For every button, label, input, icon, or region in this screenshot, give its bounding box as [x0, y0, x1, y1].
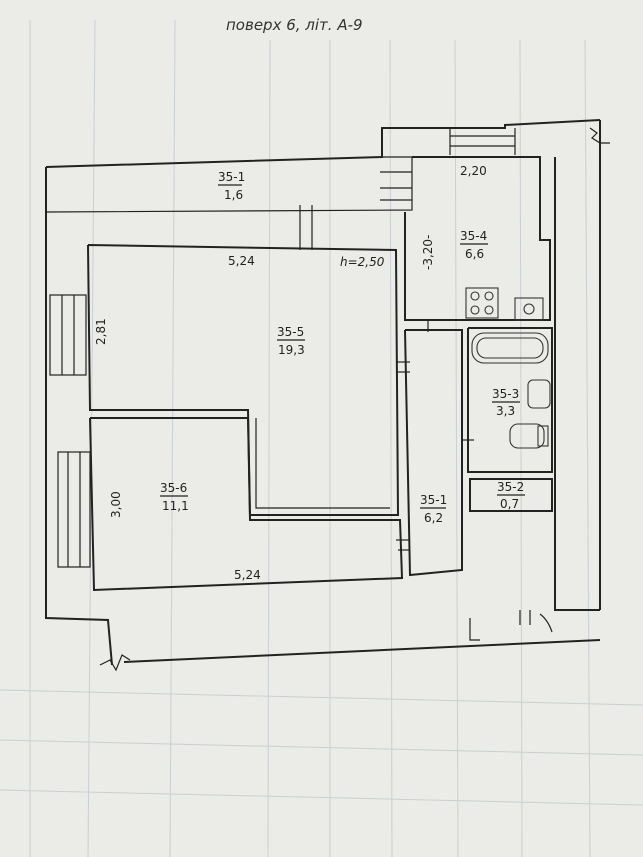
room-bathroom: [462, 327, 553, 473]
room-4-area: 3,3: [496, 404, 515, 418]
dim-kitchen-width: 2,20: [460, 164, 487, 178]
dim-bedroom-width: 5,24: [234, 568, 261, 582]
room-7-id: 35-2: [497, 480, 524, 494]
window-bedroom: [57, 451, 91, 568]
bathtub-icon: [471, 332, 549, 364]
window-living: [49, 294, 87, 376]
stove-icon: [465, 287, 499, 319]
dim-living-depth: 2,81: [94, 318, 108, 345]
room-5-area: 11,1: [162, 499, 189, 513]
room-bedroom: [57, 417, 404, 592]
room-1-id: 35-1: [218, 170, 245, 184]
room-2-id: 35-4: [460, 229, 487, 243]
stairs: [380, 128, 516, 201]
plan-title: поверх 6, літ. А-9: [226, 16, 363, 34]
entrance: [469, 610, 553, 641]
washbasin-icon: [527, 379, 551, 409]
room-5-id: 35-6: [160, 481, 187, 495]
kitchen-sink-icon: [514, 297, 544, 321]
room-4-id: 35-3: [492, 387, 519, 401]
room-6-id: 35-1: [420, 493, 447, 507]
room-3-id: 35-5: [277, 325, 304, 339]
room-1-area: 1,6: [224, 188, 243, 202]
room-corridor: [396, 329, 463, 577]
room-kitchen: [299, 156, 551, 332]
dim-kitchen-length: -3,20-: [421, 235, 435, 270]
dimension-labels: 2,20 -3,20- 5,24 h=2,50 2,81 3,00 5,24: [94, 164, 487, 582]
dim-living-width: 5,24: [228, 254, 255, 268]
room-2-area: 6,6: [465, 247, 484, 261]
room-7-area: 0,7: [500, 497, 519, 511]
dim-bedroom-depth: 3,00: [109, 491, 123, 518]
background-grid: [0, 19, 643, 857]
room-3-area: 19,3: [278, 343, 305, 357]
room-labels: 35-1 1,6 35-4 6,6 35-5 19,3 35-3 3,3 35-…: [160, 170, 525, 525]
room-toilet: [469, 478, 553, 512]
outer-walls: [45, 119, 610, 672]
room-6-area: 6,2: [424, 511, 443, 525]
toilet-icon: [509, 423, 545, 449]
dim-ceiling-height: h=2,50: [340, 255, 385, 269]
